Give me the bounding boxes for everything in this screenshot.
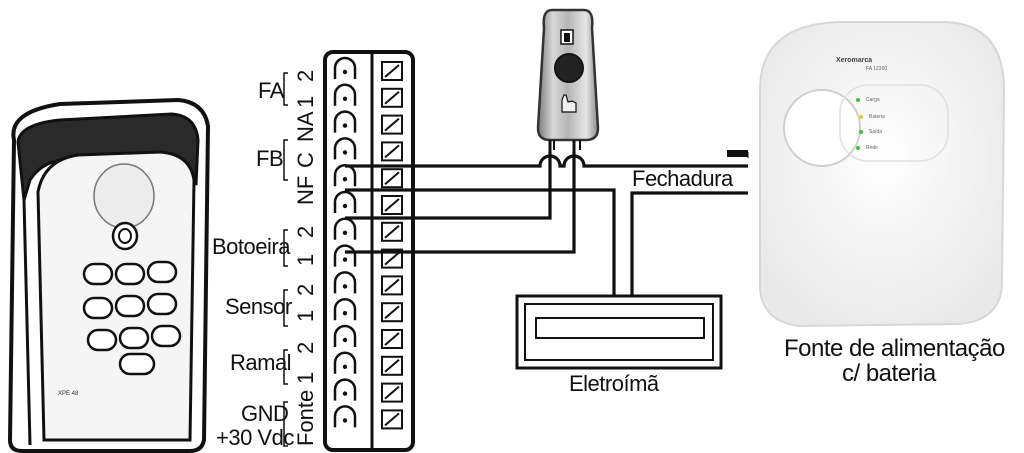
power-supply-model: FA 12300: [866, 66, 888, 72]
terminal-pin-ramal-2: [333, 297, 403, 323]
led-carga: [856, 98, 860, 102]
key: [114, 294, 146, 318]
push-button-cap: [554, 53, 584, 83]
led-label-saida: Saída: [869, 129, 883, 135]
power-supply-connector: [727, 150, 748, 157]
botoeira-label: Botoeira: [212, 234, 290, 259]
terminal-pin-gnd: [333, 351, 403, 376]
wire-botoeira-1-to-button: [345, 152, 576, 254]
key: [146, 260, 178, 284]
key: [150, 324, 182, 348]
wire-botoeira-2-to-button: [345, 152, 552, 220]
bracket-ramal: [283, 349, 288, 385]
electromagnet: [515, 294, 723, 370]
key: [118, 326, 150, 350]
wire-fb-nf-to-eletroima: [345, 188, 616, 296]
key: [146, 292, 178, 316]
power-in-label: +30 Vdc: [216, 425, 294, 450]
fb-label: FB: [256, 146, 284, 171]
fechadura-label: Fechadura: [632, 166, 733, 191]
terminal-pin-fonte-extra: [333, 405, 403, 430]
led-rede: [856, 146, 860, 150]
key: [82, 262, 114, 286]
led-saida: [859, 130, 863, 134]
keypad-model-label: XPE 48: [58, 391, 79, 397]
key: [86, 328, 118, 352]
terminal-pin-fa-2: [333, 56, 403, 81]
exit-push-button: [536, 8, 600, 150]
terminal-pin-fb-c: [333, 137, 403, 162]
power-supply-unit: [727, 21, 1006, 328]
power-supply-label-line1: Fonte de alimentação: [784, 335, 1005, 362]
terminal-pin-sensor-1: [333, 271, 403, 296]
eletroima-label: Eletroímã: [569, 371, 659, 396]
camera-icon: [111, 221, 139, 251]
bracket-botoeira: [283, 229, 288, 267]
gnd-label: GND: [241, 401, 289, 426]
bracket-fa: [283, 72, 288, 106]
bracket-sensor: [283, 289, 288, 327]
sensor-label: Sensor: [225, 294, 292, 319]
key: [82, 296, 114, 320]
led-bateria: [859, 115, 863, 119]
terminal-pin-botoeira-1: [333, 217, 403, 242]
terminal-pin-power-in: [333, 378, 403, 403]
key: [114, 262, 146, 286]
door-icon: [560, 29, 574, 45]
terminal-pin-fb-na: [333, 110, 403, 135]
terminal-pin-ramal-1: [333, 324, 403, 349]
wire-fb-c-to-fechadura: [345, 154, 748, 168]
bracket-fb: [283, 139, 288, 181]
hand-press-icon: [561, 94, 577, 113]
terminal-pin-fb-nf: [333, 163, 403, 189]
led-label-carga: Carga: [866, 97, 880, 103]
keypad-device: XPE 48: [7, 97, 211, 453]
fa-label: FA: [258, 78, 284, 103]
terminal-pin-fa-1: [333, 83, 403, 108]
terminal-pin-botoeira-2: [333, 190, 403, 215]
keypad-keys: [82, 260, 182, 376]
led-label-bateria: Bateria: [869, 114, 885, 120]
bracket-fonte: [283, 401, 288, 447]
ramal-label: Ramal: [230, 350, 292, 375]
power-supply-brand: Xeromarca: [836, 57, 873, 64]
key: [118, 352, 156, 376]
led-label-rede: Rede: [866, 145, 878, 151]
power-supply-label-line2: c/ bateria: [842, 360, 936, 387]
